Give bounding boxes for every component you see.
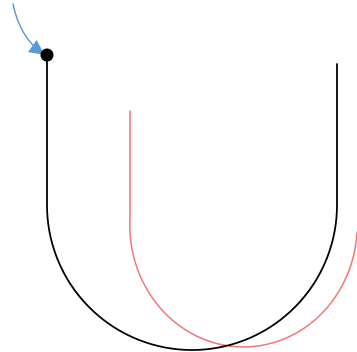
start-dot — [40, 48, 54, 62]
black-u-curve — [46, 54, 338, 351]
red-u-curve — [129, 110, 357, 348]
blue-arrow — [12, 3, 45, 55]
